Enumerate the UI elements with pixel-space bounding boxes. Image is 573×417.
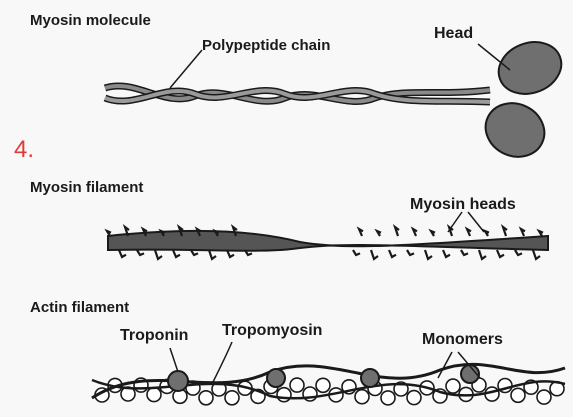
myosin-head-upper [491, 34, 568, 103]
actin-monomer [147, 388, 161, 402]
troponin-complex [267, 369, 285, 387]
heads-label-leader-a [448, 212, 462, 232]
monomers-label: Monomers [422, 332, 503, 348]
myosin-head-tuft [533, 250, 540, 259]
myosin-head-tuft [407, 250, 414, 255]
polypeptide-chain-label: Polypeptide chain [202, 38, 330, 53]
actin-filament [92, 342, 565, 405]
actin-monomer [199, 391, 213, 405]
heads-label-leader-b [468, 212, 484, 232]
myosin-head-tuft [497, 250, 504, 257]
myosin-head-tuft [521, 229, 525, 236]
myosin-head-tuft [461, 250, 468, 255]
head-label: Head [434, 26, 473, 42]
troponin-label: Troponin [120, 328, 188, 344]
myosin-filament-body [108, 231, 548, 251]
myosin-filament-title: Myosin filament [30, 180, 143, 195]
myosin-heads-label: Myosin heads [410, 197, 516, 213]
myosin-molecule [105, 34, 569, 167]
tropomyosin-label-leader [212, 342, 232, 384]
myosin-head-tuft [119, 250, 126, 257]
actin-monomer [316, 378, 330, 392]
myosin-filament [107, 212, 548, 259]
actin-monomer [407, 391, 421, 405]
myosin-head-tuft [395, 227, 399, 236]
actin-monomer [277, 388, 291, 402]
myosin-head-tuft [371, 250, 378, 259]
actin-monomer [446, 379, 460, 393]
figure-number: 4. [14, 138, 34, 162]
actin-monomer [537, 390, 551, 404]
actin-monomer [381, 391, 395, 405]
myosin-head-tuft [353, 250, 360, 255]
myosin-head-tuft [359, 229, 363, 236]
tropomyosin-label: Tropomyosin [222, 323, 322, 339]
myosin-head-tuft [539, 231, 543, 236]
myosin-head-tuft [425, 250, 432, 259]
myosin-head-tuft [479, 250, 486, 259]
myosin-head-tuft [137, 250, 144, 255]
actin-filament-title: Actin filament [30, 300, 129, 315]
troponin-complex [168, 371, 188, 391]
actin-monomer [290, 378, 304, 392]
actin-monomer [355, 390, 369, 404]
myosin-head-tuft [155, 250, 162, 259]
actin-monomer [511, 388, 525, 402]
myosin-head-tuft [503, 227, 507, 236]
myosin-head-tuft [389, 250, 396, 257]
troponin-label-leader [170, 348, 178, 372]
actin-monomer [225, 391, 239, 405]
troponin-complex [361, 369, 379, 387]
myosin-head-tuft [443, 250, 450, 257]
myosin-head-tuft [515, 250, 522, 255]
myosin-head-tuft [467, 229, 471, 236]
myosin-head-tuft [413, 229, 417, 236]
myosin-head-tuft [173, 250, 180, 257]
monomers-label-leader-a [438, 352, 452, 378]
myosin-head-tuft [377, 231, 381, 236]
myosin-head-tuft [431, 231, 435, 236]
myosin-head-tuft [485, 231, 489, 236]
myosin-molecule-title: Myosin molecule [30, 13, 151, 28]
chain-label-leader [170, 50, 202, 88]
